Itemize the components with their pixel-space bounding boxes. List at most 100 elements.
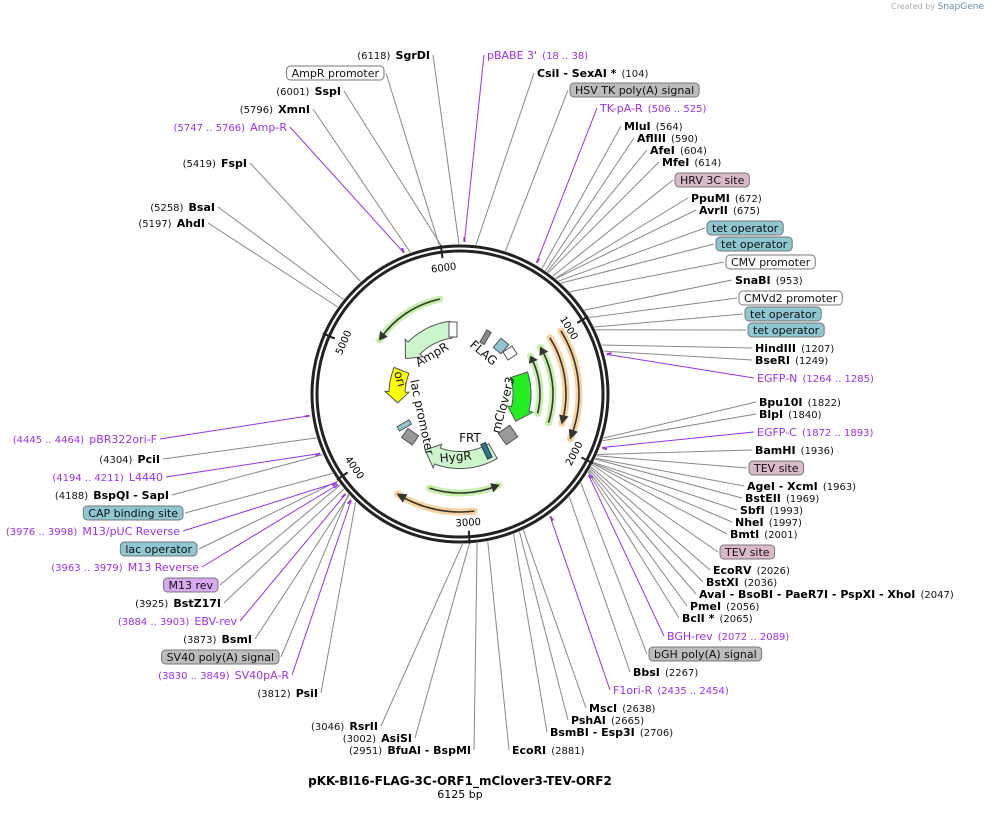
mClover3-feature-arrow[interactable] [506, 371, 535, 422]
feature-label[interactable]: HSV TK poly(A) signal [569, 82, 700, 98]
svg-text:(5796) XmnI: (5796) XmnI [240, 98, 310, 117]
feature-label[interactable]: M13 rev [162, 577, 219, 593]
primer-name: TK-pA-R [599, 102, 643, 115]
ori-feature-arrow[interactable] [383, 366, 411, 404]
orf-arrow-bottom[interactable] [425, 481, 503, 497]
restriction-site-label[interactable]: AgeI - XcmI (1963) [747, 475, 856, 494]
orf-arrow-right-inner[interactable] [527, 352, 544, 417]
restriction-site-label[interactable]: SnaBI (953) [735, 269, 803, 288]
restriction-site-label[interactable]: (6118) SgrDI [357, 44, 430, 63]
primer-site-label[interactable]: pBABE 3' (18 .. 38) [487, 44, 588, 63]
orf-arrow-right-orange-1[interactable] [546, 334, 570, 427]
restriction-site-label[interactable]: BamHI (1936) [755, 439, 834, 458]
restriction-site-label[interactable]: PmeI (2056) [690, 595, 760, 614]
feature-label[interactable]: bGH poly(A) signal [648, 646, 763, 662]
feature-label[interactable]: tet operator [747, 322, 825, 338]
feature-label[interactable]: TEV site [719, 544, 776, 560]
restriction-site-label[interactable]: BstEII (1969) [745, 487, 819, 506]
restriction-site-label[interactable]: BclI * (2065) [682, 607, 753, 626]
orf-arrow-top-left[interactable] [376, 295, 444, 344]
feature-label[interactable]: AmpR promoter [286, 65, 385, 81]
restriction-site-label[interactable]: NheI (1997) [735, 511, 802, 530]
feature-label[interactable]: HRV 3C site [674, 172, 750, 188]
enzyme-name: AhdI [177, 217, 205, 230]
ampR-feature-arrow[interactable] [404, 320, 453, 360]
restriction-site-label[interactable]: (4304) PciI [99, 448, 160, 467]
feature-label[interactable]: TEV site [748, 460, 805, 476]
primer-site-label[interactable]: TK-pA-R (506 .. 525) [599, 97, 707, 116]
primer-site-label[interactable]: (3884 .. 3903) EBV-rev [118, 610, 238, 629]
restriction-site-label[interactable]: MfeI (614) [662, 151, 721, 170]
restriction-site-label[interactable]: AflIII (590) [637, 127, 698, 146]
restriction-site-label[interactable]: Bpu10I (1822) [759, 391, 841, 410]
feature-label[interactable]: CAP binding site [82, 505, 184, 521]
primer-site-label[interactable]: F1ori-R (2435 .. 2454) [613, 679, 729, 698]
cut-position: (564) [656, 122, 683, 133]
restriction-site-label[interactable]: BstXI (2036) [706, 571, 777, 590]
feature-box [82, 505, 184, 521]
leader-line [385, 72, 440, 246]
restriction-site-label[interactable]: BsmBI - Esp3I (2706) [550, 721, 673, 740]
hygR-feature-arrow[interactable] [424, 443, 498, 470]
restriction-site-label[interactable]: MluI (564) [624, 115, 683, 134]
restriction-site-label[interactable]: BlpI (1840) [759, 403, 822, 422]
orf-arrow-right-orange-2[interactable] [557, 327, 583, 443]
restriction-site-label[interactable]: PshAI (2665) [571, 709, 644, 728]
feature-box [674, 172, 750, 188]
flag-tag-block [479, 329, 492, 346]
restriction-site-label[interactable]: BmtI (2001) [730, 523, 798, 542]
restriction-site-label[interactable]: MscI (2638) [589, 697, 656, 716]
feature-label[interactable]: lac operator [119, 541, 198, 557]
restriction-site-label[interactable]: (4188) BspQI - SapI [55, 484, 169, 503]
cut-position: (2047) [920, 590, 953, 601]
restriction-site-label[interactable]: BbsI (2267) [633, 661, 698, 680]
primer-site-label[interactable]: EGFP-N (1264 .. 1285) [757, 367, 874, 386]
restriction-site-label[interactable]: (5197) AhdI [138, 212, 205, 231]
primer-site-label[interactable]: (3976 .. 3998) M13/pUC Reverse [6, 520, 180, 539]
restriction-site-label[interactable]: (3812) PsiI [257, 682, 318, 701]
restriction-site-label[interactable]: PpuMI (672) [691, 187, 762, 206]
restriction-site-label[interactable]: HindIII (1207) [755, 337, 834, 356]
restriction-site-label[interactable]: EcoRI (2881) [512, 739, 585, 758]
leader-line [555, 197, 689, 279]
leader-line [546, 149, 648, 273]
cut-position: (2951) [349, 746, 382, 757]
restriction-site-label[interactable]: AfeI (604) [650, 139, 707, 158]
primer-site-label[interactable]: (3830 .. 3849) SV40pA-R [158, 664, 289, 683]
primer-site-label[interactable]: (3963 .. 3979) M13 Reverse [51, 556, 199, 575]
feature-label[interactable]: CMV promoter [725, 254, 816, 270]
restriction-site-label[interactable]: (3002) AsiSI [343, 727, 412, 746]
restriction-site-label[interactable]: SbfI (1993) [740, 499, 803, 518]
restriction-site-label[interactable]: (6001) SspI [276, 80, 341, 99]
feature-label[interactable]: tet operator [706, 220, 784, 236]
primer-site-label[interactable]: (4194 .. 4211) L4440 [52, 466, 163, 485]
orf-arrow-right-middle[interactable] [537, 344, 557, 427]
restriction-site-label[interactable]: AvaI - BsoBI - PaeR7I - PspXI - XhoI (20… [699, 583, 954, 602]
feature-label[interactable]: SV40 poly(A) signal [161, 649, 280, 665]
feature-label[interactable]: tet operator [715, 236, 793, 252]
cut-position: (5796) [240, 105, 273, 116]
restriction-site-label[interactable]: (2951) BfuAI - BspMI [349, 739, 471, 758]
restriction-site-label[interactable]: (3873) BsmI [183, 628, 252, 647]
orf-arrow-bottom-left-orange[interactable] [393, 490, 478, 516]
svg-text:BstEII (1969): BstEII (1969) [745, 487, 819, 506]
restriction-site-label[interactable]: AvrII (675) [699, 199, 760, 218]
primer-site-label[interactable]: EGFP-C (1872 .. 1893) [757, 421, 873, 440]
restriction-site-label[interactable]: EcoRV (2026) [713, 559, 790, 578]
svg-text:SnaBI (953): SnaBI (953) [735, 269, 803, 288]
restriction-site-label[interactable]: BseRI (1249) [755, 349, 828, 368]
leader-line [602, 431, 755, 449]
feature-label[interactable]: CMVd2 promoter [738, 290, 843, 306]
restriction-site-label[interactable]: (3925) BstZ17I [135, 592, 221, 611]
restriction-site-label[interactable]: (5419) FspI [183, 152, 247, 171]
feature-label[interactable]: tet operator [744, 306, 822, 322]
cut-position: (3925) [135, 599, 168, 610]
enzyme-name: CsiI - SexAI * [537, 67, 617, 80]
restriction-site-label[interactable]: (5796) XmnI [240, 98, 310, 117]
primer-site-label[interactable]: (4445 .. 4464) pBR322ori-F [13, 428, 157, 447]
restriction-site-label[interactable]: (3046) RsrII [311, 715, 378, 734]
restriction-site-label[interactable]: CsiI - SexAI * (104) [537, 62, 648, 81]
primer-site-label[interactable]: (5747 .. 5766) Amp-R [174, 116, 288, 135]
primer-site-label[interactable]: BGH-rev (2072 .. 2089) [667, 625, 789, 644]
restriction-site-label[interactable]: (5258) BsaI [150, 196, 215, 215]
